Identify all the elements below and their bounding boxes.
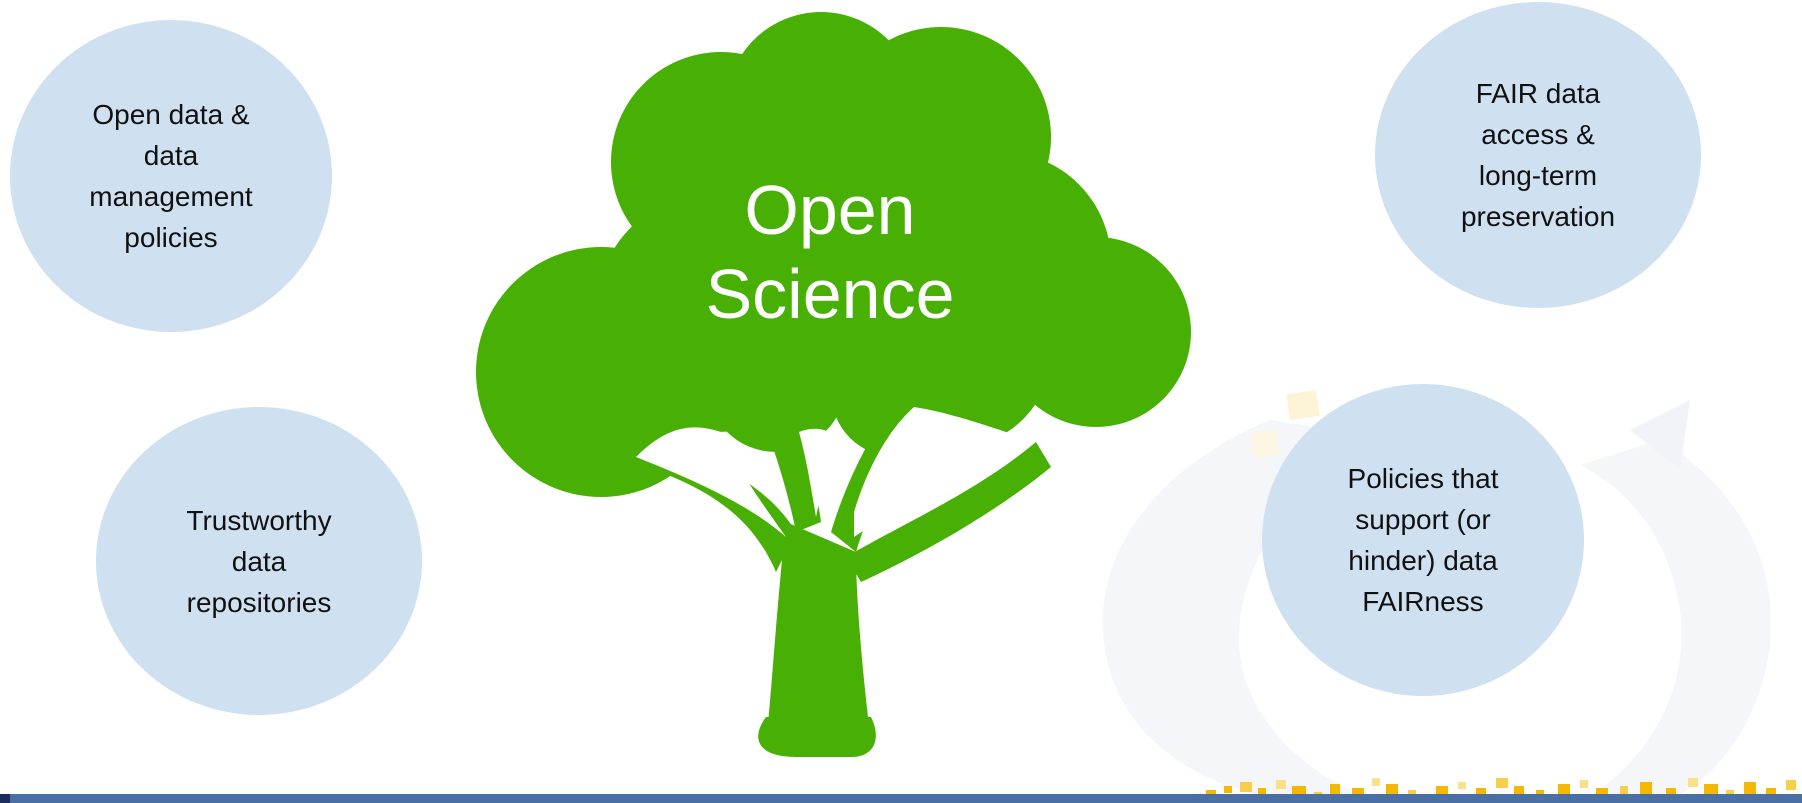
tree-title: Open Science — [705, 171, 955, 333]
footer-bar — [0, 794, 1802, 803]
bubble-label: Open data & data management policies — [89, 99, 253, 253]
open-science-tree — [476, 12, 1191, 757]
bubble-label: Trustworthy data repositories — [186, 504, 332, 618]
bubble-open-data-policies: Open data & data management policies — [10, 20, 332, 332]
bubble-fairness-policies: Policies that support (or hinder) data F… — [1262, 384, 1584, 696]
bubble-trustworthy-repositories: Trustworthy data repositories — [96, 407, 422, 715]
bubble-fair-access-preservation: FAIR data access & long-term preservatio… — [1375, 2, 1701, 308]
bubble-label: Policies that support (or hinder) data F… — [1347, 463, 1499, 617]
bubble-label: FAIR data access & long-term preservatio… — [1460, 78, 1616, 232]
footer-accent — [0, 794, 10, 803]
